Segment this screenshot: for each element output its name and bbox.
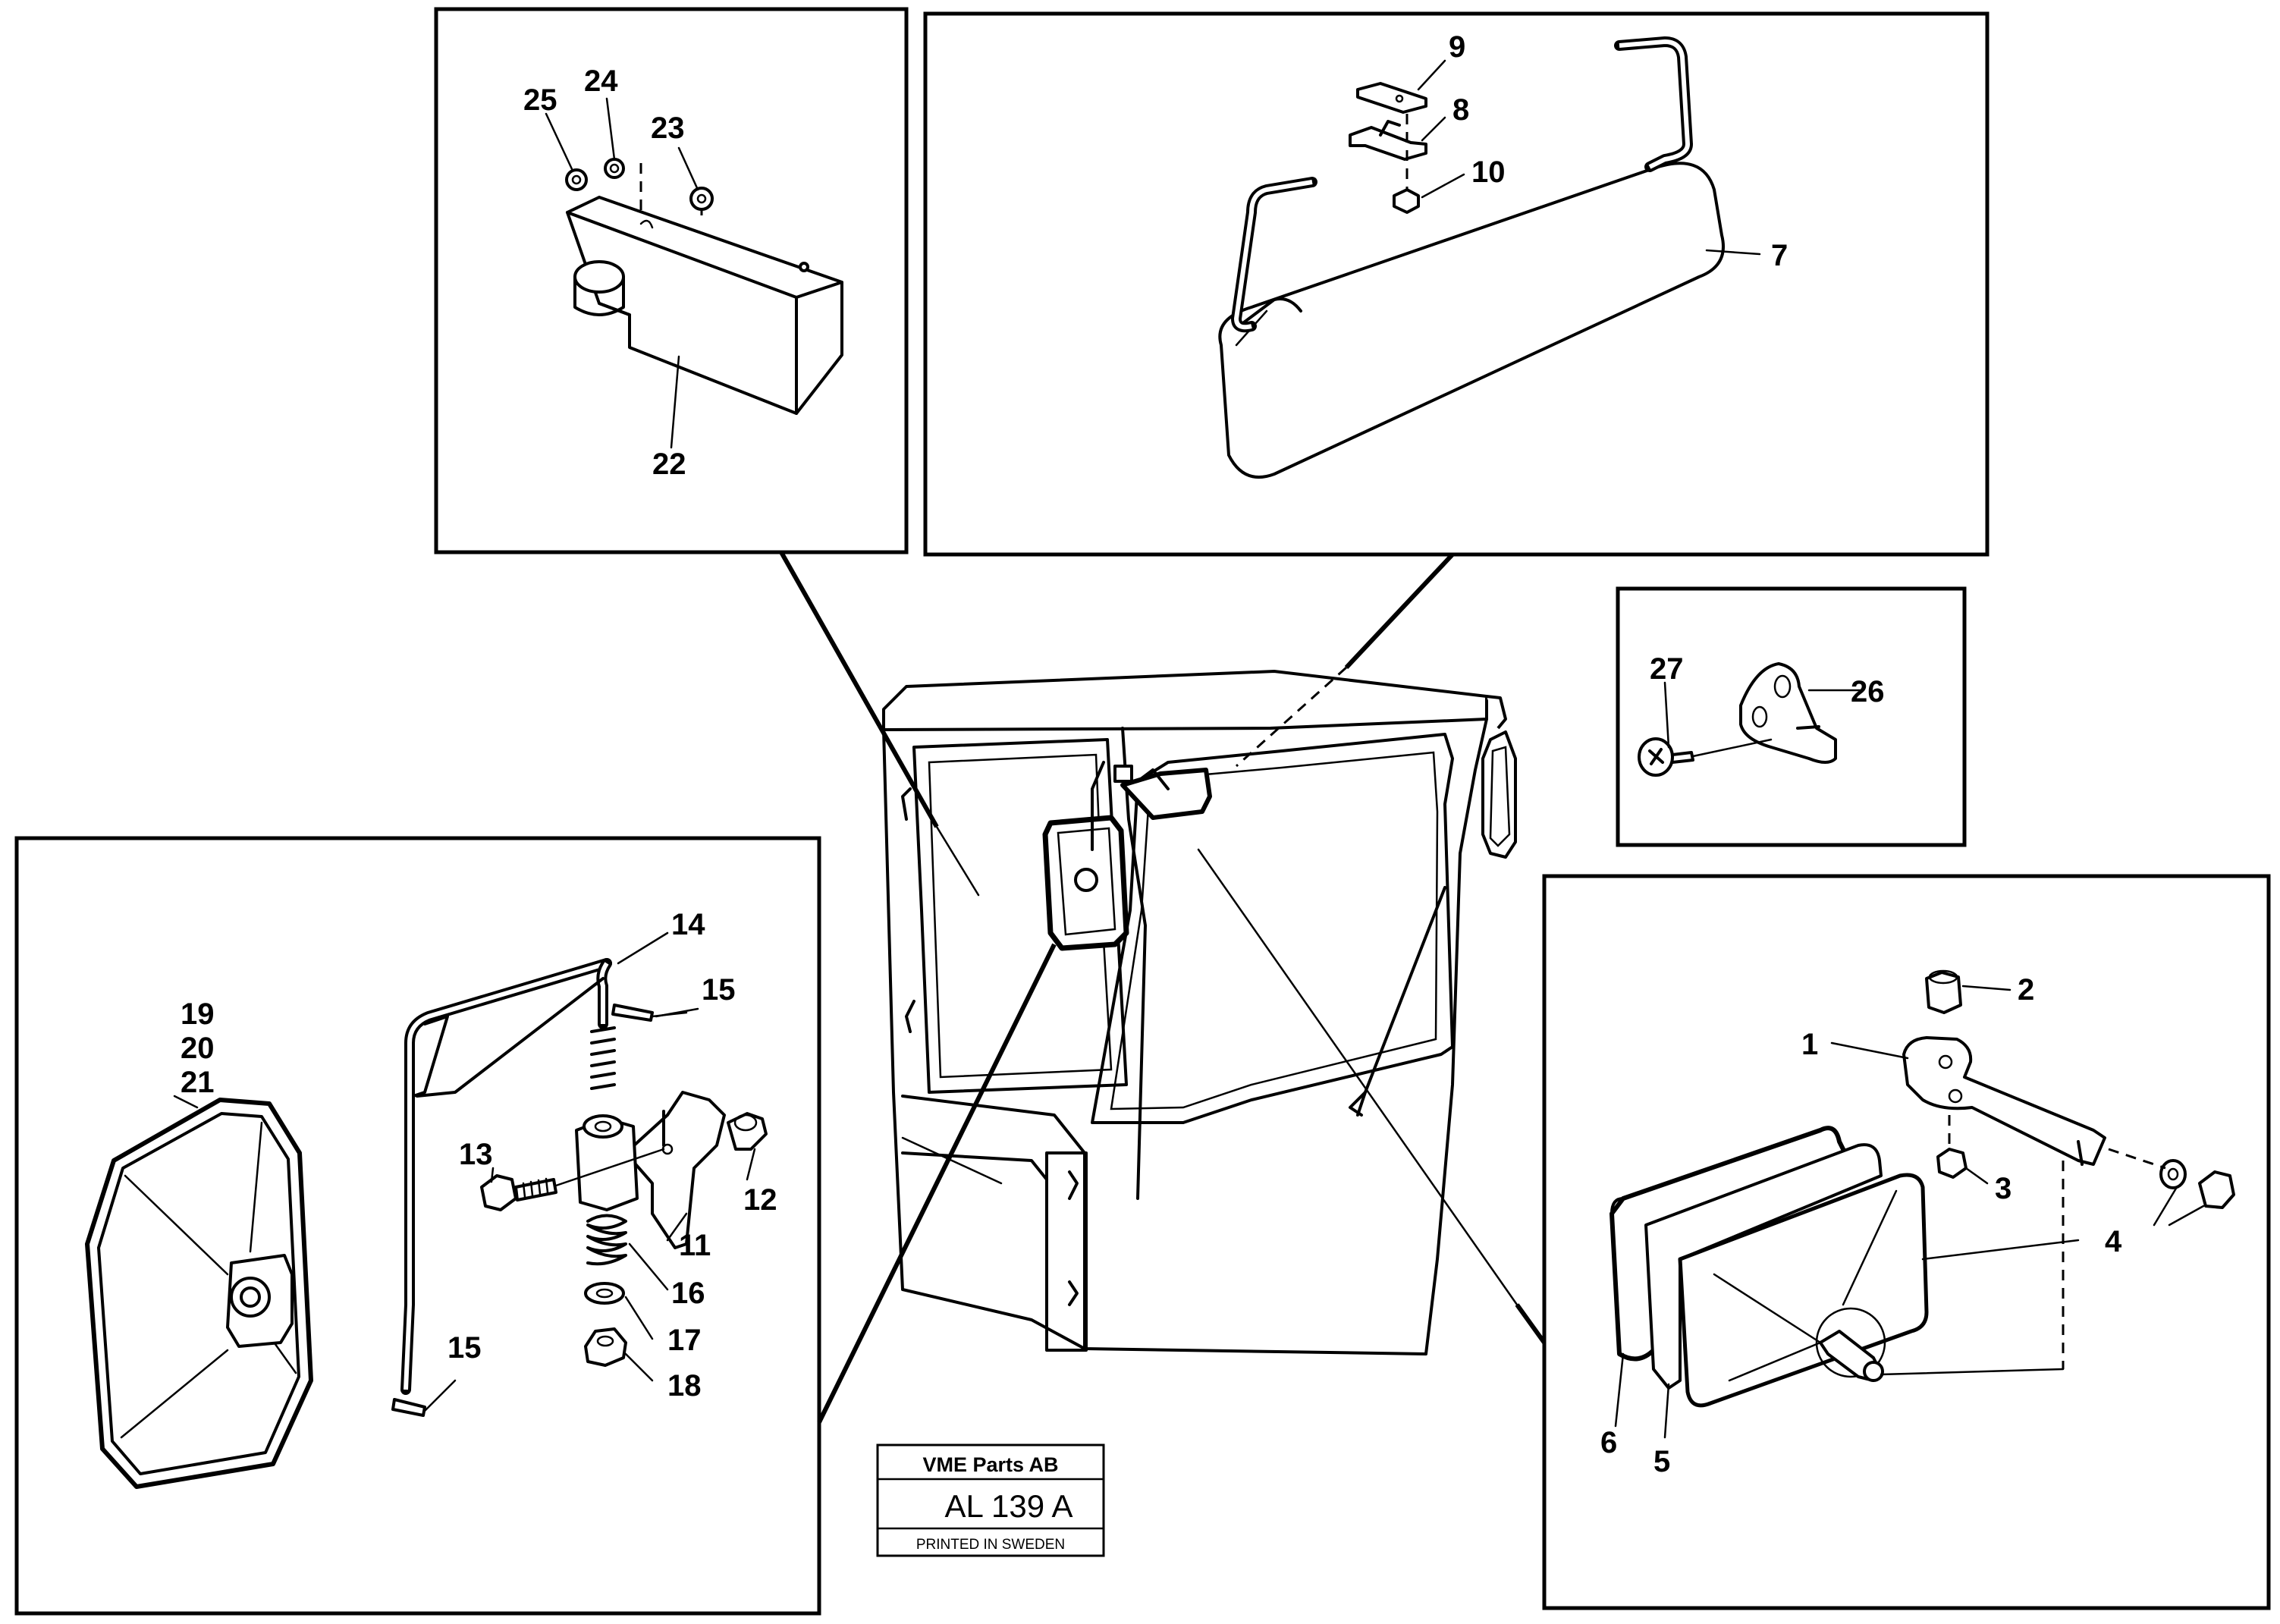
sun-visor-7 bbox=[1218, 162, 1725, 479]
callout-10: 10 bbox=[1471, 155, 1506, 189]
callout-6: 6 bbox=[1600, 1426, 1617, 1459]
callout-24: 24 bbox=[584, 64, 618, 98]
callout-13: 13 bbox=[459, 1138, 493, 1171]
callout-9: 9 bbox=[1449, 30, 1465, 64]
callout-18: 18 bbox=[667, 1369, 702, 1403]
clip-9 bbox=[1356, 82, 1427, 114]
gasket-5 bbox=[1644, 1143, 1883, 1390]
storage-compartment-22 bbox=[566, 163, 843, 415]
nut-23 bbox=[689, 187, 714, 211]
arm-1 bbox=[1880, 1036, 2106, 1376]
mirror-glass-4 bbox=[1678, 1173, 1929, 1408]
mirror-glass-19-21 bbox=[85, 1098, 313, 1489]
callout-19: 19 bbox=[181, 997, 215, 1031]
nut-10 bbox=[1393, 114, 1420, 214]
pin-15-lower bbox=[391, 1379, 457, 1417]
callout-27: 27 bbox=[1650, 652, 1684, 686]
callout-15-lower: 15 bbox=[448, 1331, 482, 1365]
nut-25 bbox=[565, 168, 588, 191]
callout-16: 16 bbox=[671, 1277, 705, 1310]
nut-18 bbox=[584, 1327, 627, 1367]
callout-leaders-mirror-right bbox=[1614, 985, 2205, 1439]
callout-17: 17 bbox=[667, 1324, 702, 1357]
bushing-2 bbox=[1925, 969, 1962, 1014]
callout-8: 8 bbox=[1452, 93, 1469, 127]
callout-22: 22 bbox=[652, 448, 686, 481]
title-block-printed: PRINTED IN SWEDEN bbox=[916, 1537, 1065, 1553]
callout-12: 12 bbox=[743, 1183, 777, 1217]
washer-nut-4 bbox=[2108, 1148, 2235, 1209]
callout-21: 21 bbox=[181, 1066, 215, 1099]
detail-box-storage-compartment bbox=[434, 7, 909, 554]
callout-26: 26 bbox=[1851, 675, 1885, 708]
screw-27 bbox=[1638, 737, 1773, 777]
bushing-12 bbox=[727, 1112, 768, 1151]
detail-box-sun-visor bbox=[923, 11, 1990, 557]
callout-1: 1 bbox=[1801, 1028, 1818, 1061]
detail-box-mirror-right bbox=[1542, 874, 2271, 1610]
callout-labels: 1 2 3 4 5 6 7 8 9 10 11 12 13 14 15 15 1… bbox=[181, 30, 2122, 1478]
visor-rod bbox=[1231, 36, 1693, 333]
bolt-13 bbox=[480, 1148, 665, 1211]
callout-leaders-storage bbox=[545, 97, 699, 449]
detail-box-mirror-left bbox=[14, 836, 821, 1616]
callout-2: 2 bbox=[2018, 973, 2034, 1007]
callout-11: 11 bbox=[679, 1229, 711, 1262]
washer-17 bbox=[584, 1282, 625, 1305]
bracket-11 bbox=[624, 1091, 726, 1249]
mirror-arm-14 bbox=[400, 958, 616, 1395]
nut-3 bbox=[1936, 1115, 1968, 1179]
callout-4: 4 bbox=[2105, 1225, 2122, 1258]
bracket-26 bbox=[1739, 662, 1837, 764]
bracket-8 bbox=[1349, 120, 1427, 161]
callout-23: 23 bbox=[651, 112, 685, 145]
detail-box-bracket bbox=[1616, 586, 1967, 847]
callout-20: 20 bbox=[181, 1032, 215, 1065]
sleeve-hinge bbox=[575, 1114, 639, 1211]
callout-7: 7 bbox=[1771, 239, 1788, 272]
callout-leaders-bracket bbox=[1663, 681, 1864, 749]
callout-25: 25 bbox=[523, 83, 557, 117]
washer-24 bbox=[604, 158, 625, 179]
title-block-drawing-number: AL 139 A bbox=[945, 1488, 1073, 1524]
title-block: VME Parts AB AL 139 A PRINTED IN SWEDEN bbox=[876, 1443, 1105, 1557]
callout-15-upper: 15 bbox=[702, 973, 736, 1007]
title-block-company: VME Parts AB bbox=[922, 1453, 1058, 1476]
callout-14: 14 bbox=[671, 908, 705, 941]
spring-16 bbox=[586, 1214, 627, 1266]
callout-leaders-mirror-left bbox=[173, 931, 756, 1382]
callout-leaders-visor bbox=[1417, 59, 1761, 256]
callout-5: 5 bbox=[1653, 1445, 1670, 1478]
callout-3: 3 bbox=[1995, 1172, 2011, 1205]
leader-lines bbox=[779, 551, 1547, 1424]
cab-overview bbox=[882, 670, 1517, 1355]
